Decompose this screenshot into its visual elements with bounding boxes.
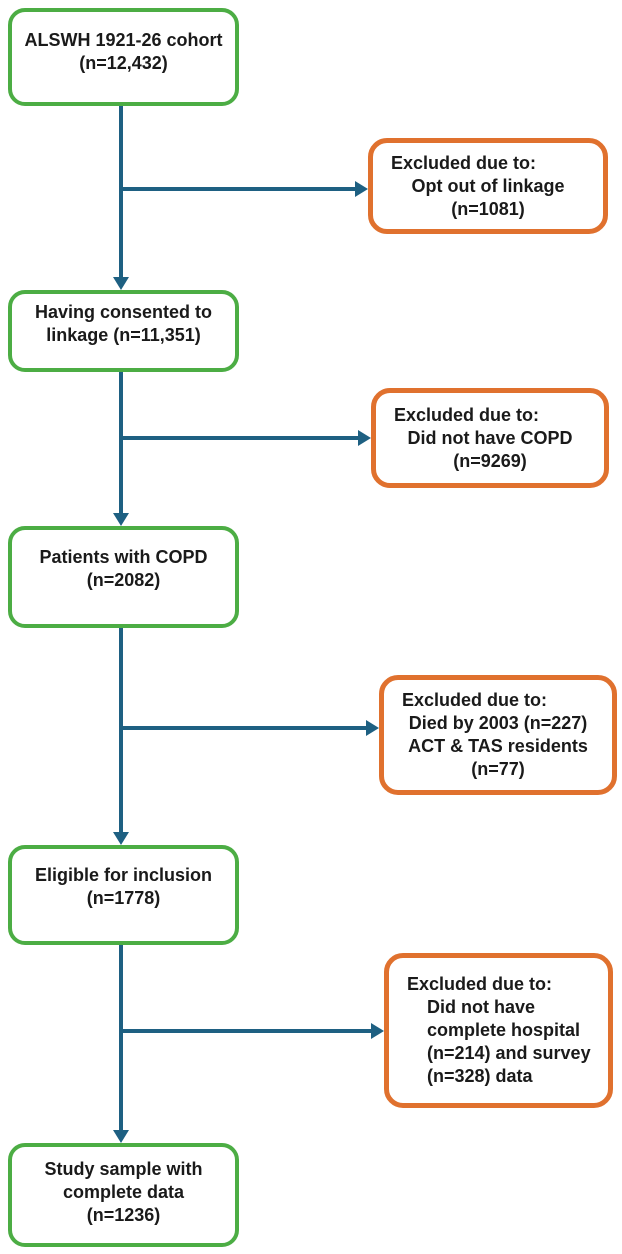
- arrowhead-right-3-icon: [366, 720, 379, 736]
- branch-arrow-segment-4: [119, 1029, 371, 1033]
- exclusion-line: (n=214) and survey: [427, 1043, 591, 1063]
- step-text-line: Study sample with: [44, 1158, 203, 1179]
- branch-arrow-segment-3: [119, 726, 366, 730]
- arrow-down-segment-3: [119, 628, 123, 832]
- step-box-cohort: ALSWH 1921-26 cohort (n=12,432): [8, 8, 239, 106]
- arrow-down-segment-2: [119, 372, 123, 513]
- branch-arrow-segment-1: [119, 187, 355, 191]
- step-text-line: Eligible for inclusion: [34, 865, 212, 885]
- exclusion-line: Did not have: [427, 997, 536, 1017]
- exclusion-line: (n=77): [471, 759, 525, 779]
- branch-arrow-segment-2: [119, 436, 358, 440]
- step-text-line: (n=2082): [86, 570, 161, 590]
- exclusion-line: complete hospital: [427, 1020, 581, 1040]
- excluded-box-no-copd: Excluded due to: Did not have COPD (n=92…: [371, 388, 609, 488]
- arrowhead-down-2-icon: [113, 513, 129, 526]
- arrowhead-right-1-icon: [355, 181, 368, 197]
- exclusion-header: Excluded due to:: [402, 690, 548, 710]
- arrow-down-segment-1: [119, 106, 123, 277]
- step-text-line: Having consented to: [34, 302, 213, 322]
- arrowhead-down-3-icon: [113, 832, 129, 845]
- step-text-line: ALSWH 1921-26 cohort: [24, 30, 223, 50]
- step-text-line: (n=12,432): [79, 53, 168, 73]
- exclusion-header: Excluded due to:: [394, 404, 540, 425]
- exclusion-line: ACT & TAS residents: [408, 736, 588, 756]
- exclusion-line: (n=9269): [453, 450, 527, 471]
- step-text-line: linkage (n=11,351): [46, 325, 201, 345]
- exclusion-header: Excluded due to:: [407, 974, 553, 994]
- exclusion-line: Died by 2003 (n=227): [408, 713, 588, 733]
- excluded-box-opt-out: Excluded due to: Opt out of linkage (n=1…: [368, 138, 608, 234]
- arrowhead-down-1-icon: [113, 277, 129, 290]
- excluded-box-incomplete-data: Excluded due to: Did not have complete h…: [384, 953, 613, 1108]
- step-box-consented-linkage: Having consented to linkage (n=11,351): [8, 290, 239, 372]
- exclusion-line: (n=1081): [451, 198, 525, 219]
- step-text-line: complete data: [62, 1181, 185, 1202]
- step-box-eligible: Eligible for inclusion (n=1778): [8, 845, 239, 945]
- arrowhead-right-4-icon: [371, 1023, 384, 1039]
- step-text-line: Patients with COPD: [39, 547, 208, 567]
- excluded-box-died-act-tas: Excluded due to: Died by 2003 (n=227) AC…: [379, 675, 617, 795]
- step-box-study-sample: Study sample with complete data (n=1236): [8, 1143, 239, 1247]
- step-text-line: (n=1236): [86, 1204, 161, 1225]
- exclusion-line: Opt out of linkage: [411, 175, 565, 196]
- arrow-down-segment-4: [119, 945, 123, 1130]
- exclusion-line: (n=328) data: [427, 1066, 533, 1086]
- step-box-copd-patients: Patients with COPD (n=2082): [8, 526, 239, 628]
- exclusion-line: Did not have COPD: [407, 427, 573, 448]
- arrowhead-right-2-icon: [358, 430, 371, 446]
- step-text-line: (n=1778): [86, 888, 161, 908]
- exclusion-header: Excluded due to:: [391, 152, 537, 173]
- arrowhead-down-4-icon: [113, 1130, 129, 1143]
